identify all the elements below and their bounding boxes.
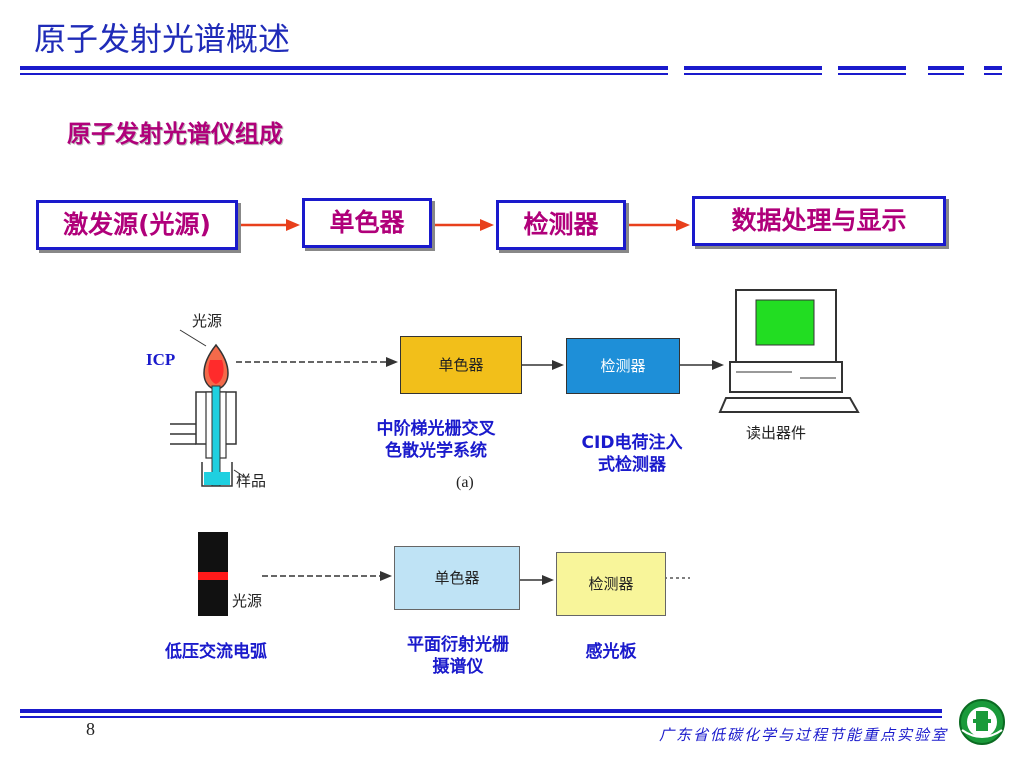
computer-illustration [718,289,860,413]
header-rule-seg-2 [838,66,906,70]
source-label-b: 光源 [232,592,263,610]
computer-base [729,361,843,393]
page-title: 原子发射光谱概述 [34,20,291,58]
detector-box-b: 检测器 [556,552,666,616]
keyboard [718,397,860,413]
injector-tube [211,385,221,487]
sample-label: 样品 [236,472,267,490]
lower-electrode [198,580,228,616]
flow-step-detector: 检测器 [496,200,626,250]
icp-label: ICP [146,350,176,369]
flow-arrows [236,219,690,231]
monochromator-caption-a: 中阶梯光栅交叉 色散光学系统 [376,419,496,461]
lab-logo [959,699,1005,745]
header-rule-main-thin [20,73,668,75]
sample-cup [201,462,233,487]
monochromator-box-b: 单色器 [394,546,520,610]
flow-step-monochromator: 单色器 [302,198,432,248]
monochromator-box-a: 单色器 [400,336,522,394]
monochromator-caption-b: 平面衍射光栅 摄谱仪 [407,635,509,677]
arc-discharge [198,572,228,580]
footer-lab-name: 广东省低碳化学与过程节能重点实验室 [658,726,948,744]
header-rule-seg-4 [984,66,1002,70]
readout-label: 读出器件 [746,424,807,442]
arc-source-illustration [198,532,228,616]
section-subtitle: 原子发射光谱仪组成 [67,120,283,148]
figure-label-a: (a) [456,474,474,491]
source-caption-b: 低压交流电弧 [165,642,267,662]
footer-rule [20,709,942,713]
upper-electrode [198,532,228,572]
flow-step-excitation-source: 激发源(光源) [36,200,238,250]
page-number: 8 [86,719,95,739]
header-rule-seg-3 [928,66,964,70]
icp-torch-illustration [170,329,247,487]
source-label-a: 光源 [192,312,223,330]
arrow-head [286,219,300,231]
monitor-screen [755,299,815,346]
header-rule-main [20,66,668,70]
light-path-a [236,357,724,370]
detector-caption-a: CID电荷注入 式检测器 [581,433,683,475]
light-path-b [262,571,690,585]
detector-caption-b: 感光板 [585,642,637,662]
flow-step-data-processing: 数据处理与显示 [692,196,946,246]
footer-rule-thin [20,716,942,718]
header-rule-seg-1 [684,66,822,70]
detector-box-a: 检测器 [566,338,680,394]
